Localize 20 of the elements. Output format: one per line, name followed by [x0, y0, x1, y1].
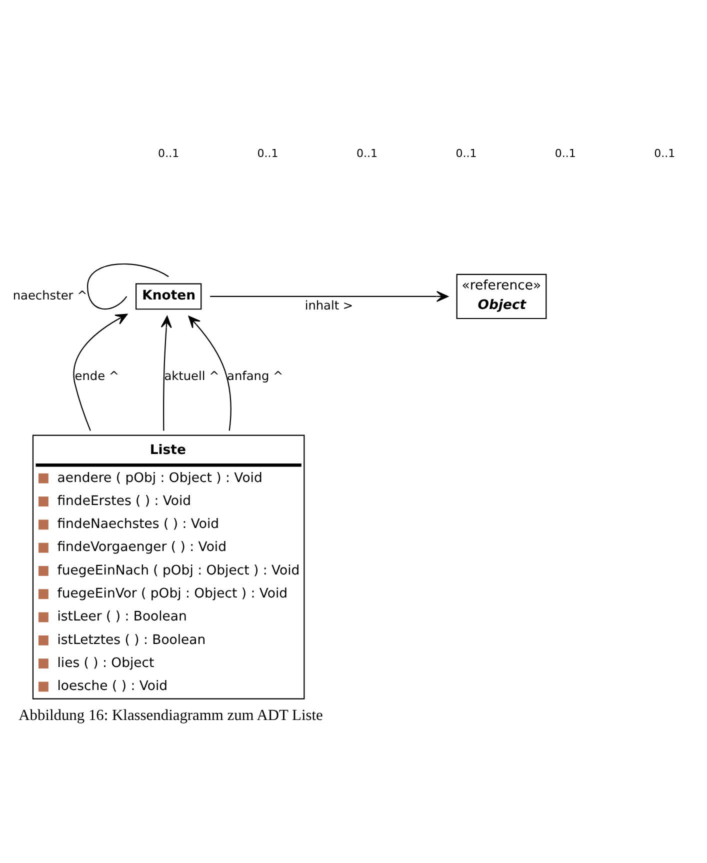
edge-label: inhalt >	[304, 298, 354, 312]
edge-label: naechster ^	[12, 288, 88, 303]
arrow	[188, 316, 232, 431]
label: 0..1	[257, 147, 278, 160]
label: 0..1	[158, 147, 180, 160]
arrow	[160, 316, 172, 431]
connector	[87, 264, 169, 310]
node-box: Knoten	[136, 283, 202, 310]
arrow	[73, 314, 128, 431]
node-box: Liste aendere ( pObj : Object ) : Void findeErstes ( ) : Void findeNaechstes ( ) : Void findeVorgaenger ( ) : Void fuegeEinNach ( pObj : Object ) : Void fuegeEinVor ( pObj : Object ) : Void istLeer ( ) : Boolean istLetztes ( ) : Boolean lies ( ) : Object loesche ( ) : Void	[32, 434, 305, 700]
caption: Abbildung 16: Klassendiagramm zum ADT Liste	[18, 706, 323, 724]
arrow	[210, 290, 448, 302]
edge-label: aktuell ^	[164, 369, 220, 384]
label: 0..1	[554, 147, 576, 160]
label: 0..1	[456, 147, 477, 160]
edge-label: anfang ^	[227, 369, 284, 384]
label: 0..1	[654, 147, 676, 160]
node-box: «reference» Object	[456, 274, 547, 320]
label: 0..1	[356, 147, 378, 160]
edge-label: ende ^	[74, 369, 120, 384]
